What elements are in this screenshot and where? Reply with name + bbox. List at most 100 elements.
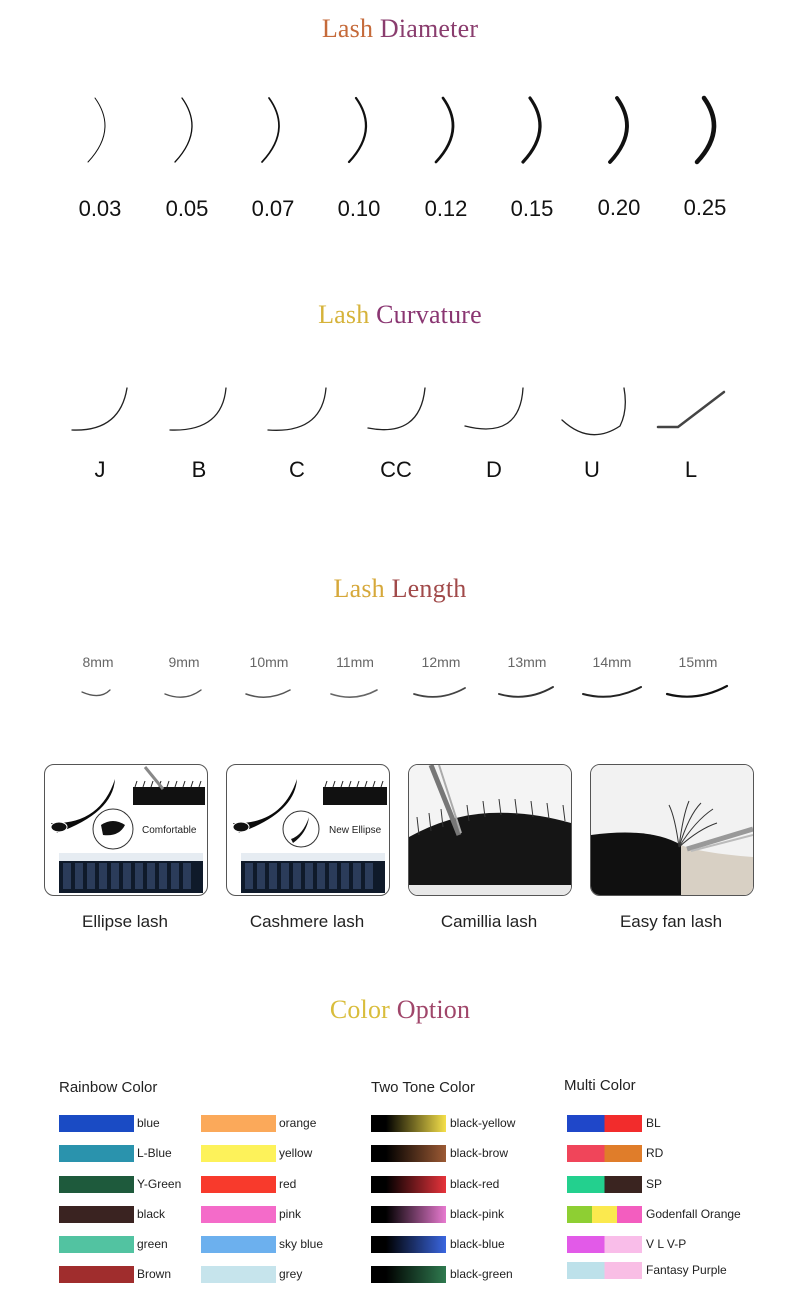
curvature-title-part1: Lash — [318, 300, 377, 329]
two-tone-color-label: black-yellow — [450, 1116, 516, 1130]
diameter-label: 0.20 — [597, 195, 641, 220]
color-option-title: Color Option — [0, 995, 800, 1025]
ellipse-lash-card: Comfortable — [44, 764, 208, 896]
camillia-lash-image — [409, 765, 571, 895]
diameter-label: 0.25 — [683, 195, 727, 220]
curvature-label: B — [191, 457, 207, 482]
diameter-title-part1: Lash — [321, 14, 380, 43]
length-lash-10mm — [245, 689, 291, 698]
rainbow-color-label: blue — [137, 1116, 160, 1130]
rainbow-color-label: grey — [279, 1267, 303, 1281]
rainbow-color-label: orange — [279, 1116, 317, 1130]
curvature-label: L — [684, 457, 698, 482]
diameter-lash-0.07 — [261, 97, 280, 163]
length-label: 14mm — [592, 654, 632, 670]
two-tone-color-label: black-pink — [450, 1207, 505, 1221]
two-tone-color-swatch — [371, 1145, 446, 1162]
rainbow-color-swatch — [201, 1236, 276, 1253]
rainbow-color-swatch — [201, 1206, 276, 1223]
curve-u — [561, 387, 626, 436]
diameter-label: 0.12 — [424, 196, 468, 221]
easy-fan-lash-card — [590, 764, 754, 896]
curvature-title-part2: Curvature — [376, 300, 482, 329]
curvature-label: D — [486, 457, 502, 482]
diameter-lash-0.25 — [694, 95, 717, 165]
rainbow-color-label: L-Blue — [137, 1146, 172, 1160]
camillia-lash-caption: Camillia lash — [440, 912, 538, 931]
multi-color-label: Fantasy Purple — [646, 1263, 727, 1277]
two-tone-color-label: black-green — [450, 1267, 513, 1281]
diameter-lash-0.05 — [174, 97, 193, 163]
camillia-lash-card — [408, 764, 572, 896]
ellipse-lash-image — [50, 766, 205, 893]
diameter-label: 0.03 — [78, 196, 122, 221]
curvature-label: U — [584, 457, 600, 482]
rainbow-color-label: Y-Green — [137, 1177, 182, 1191]
rainbow-color-title: Rainbow Color — [59, 1079, 158, 1096]
curvature-label: C — [289, 457, 305, 482]
multi-color-title: Multi Color — [564, 1077, 636, 1094]
rainbow-color-label: Brown — [137, 1267, 172, 1281]
two-tone-color-swatch — [371, 1176, 446, 1193]
curve-j — [71, 387, 128, 431]
multi-color-label: RD — [646, 1146, 664, 1160]
length-lash-13mm — [498, 686, 554, 698]
rainbow-color-swatch — [59, 1266, 134, 1283]
two-tone-color-label: black-red — [450, 1177, 500, 1191]
multi-color-swatch — [567, 1115, 642, 1132]
diameter-lash-0.20 — [608, 96, 629, 164]
rainbow-color-label: black — [137, 1207, 166, 1221]
length-lash-samples — [81, 684, 729, 698]
diameter-label: 0.07 — [251, 196, 295, 221]
rainbow-color-swatch — [201, 1266, 276, 1283]
diameter-label: 0.10 — [337, 196, 381, 221]
length-label: 8mm — [82, 654, 114, 670]
length-lash-8mm — [81, 689, 111, 697]
diameter-lash-0.03 — [87, 97, 106, 163]
rainbow-color-label: sky blue — [279, 1237, 324, 1251]
rainbow-color-swatch — [59, 1145, 134, 1162]
multi-color-swatch — [567, 1236, 642, 1253]
curve-l — [656, 390, 726, 429]
multi-color-label: SP — [646, 1177, 663, 1191]
length-lash-9mm — [164, 689, 202, 698]
rainbow-color-label: red — [279, 1177, 297, 1191]
length-label: 9mm — [168, 654, 200, 670]
two-tone-color-label: black-blue — [450, 1237, 505, 1251]
curve-d — [464, 387, 524, 430]
easy-fan-lash-caption: Easy fan lash — [619, 912, 723, 931]
length-label: 12mm — [421, 654, 461, 670]
diameter-lash-0.10 — [347, 96, 368, 164]
length-lash-12mm — [413, 687, 466, 698]
rainbow-color-swatch — [59, 1176, 134, 1193]
easy-fan-lash-image — [591, 765, 753, 895]
two-tone-color-label: black-brow — [450, 1146, 509, 1160]
rainbow-color-swatch — [201, 1176, 276, 1193]
two-tone-color-swatch — [371, 1266, 446, 1283]
length-label: 11mm — [336, 654, 374, 670]
length-title-part1: Lash — [333, 574, 392, 603]
rainbow-color-swatch — [201, 1145, 276, 1162]
length-label: 13mm — [507, 654, 547, 670]
diameter-title: Lash Diameter — [0, 14, 800, 44]
length-lash-14mm — [582, 686, 642, 698]
diameter-label: 0.15 — [510, 196, 554, 221]
multi-color-swatch — [567, 1206, 642, 1223]
length-label: 10mm — [249, 654, 289, 670]
multi-color-label: Godenfall Orange — [646, 1207, 741, 1221]
rainbow-color-label: pink — [279, 1207, 302, 1221]
ellipse-lash-caption: Ellipse lash — [82, 912, 168, 931]
rainbow-color-swatch — [59, 1236, 134, 1253]
curvature-label: J — [94, 457, 106, 482]
two-tone-color-swatch — [371, 1115, 446, 1132]
curve-c — [267, 387, 327, 431]
multi-color-label: V L V-P — [646, 1237, 687, 1251]
curvature-lash-samples — [71, 387, 726, 436]
diameter-title-part2: Diameter — [379, 14, 479, 43]
rainbow-color-swatch — [59, 1115, 134, 1132]
length-label: 15mm — [678, 654, 718, 670]
cashmere-lash-note: New Ellipse — [329, 825, 382, 836]
diameter-lash-0.15 — [521, 96, 542, 164]
rainbow-color-label: green — [137, 1237, 168, 1251]
rainbow-color-label: yellow — [279, 1146, 313, 1160]
